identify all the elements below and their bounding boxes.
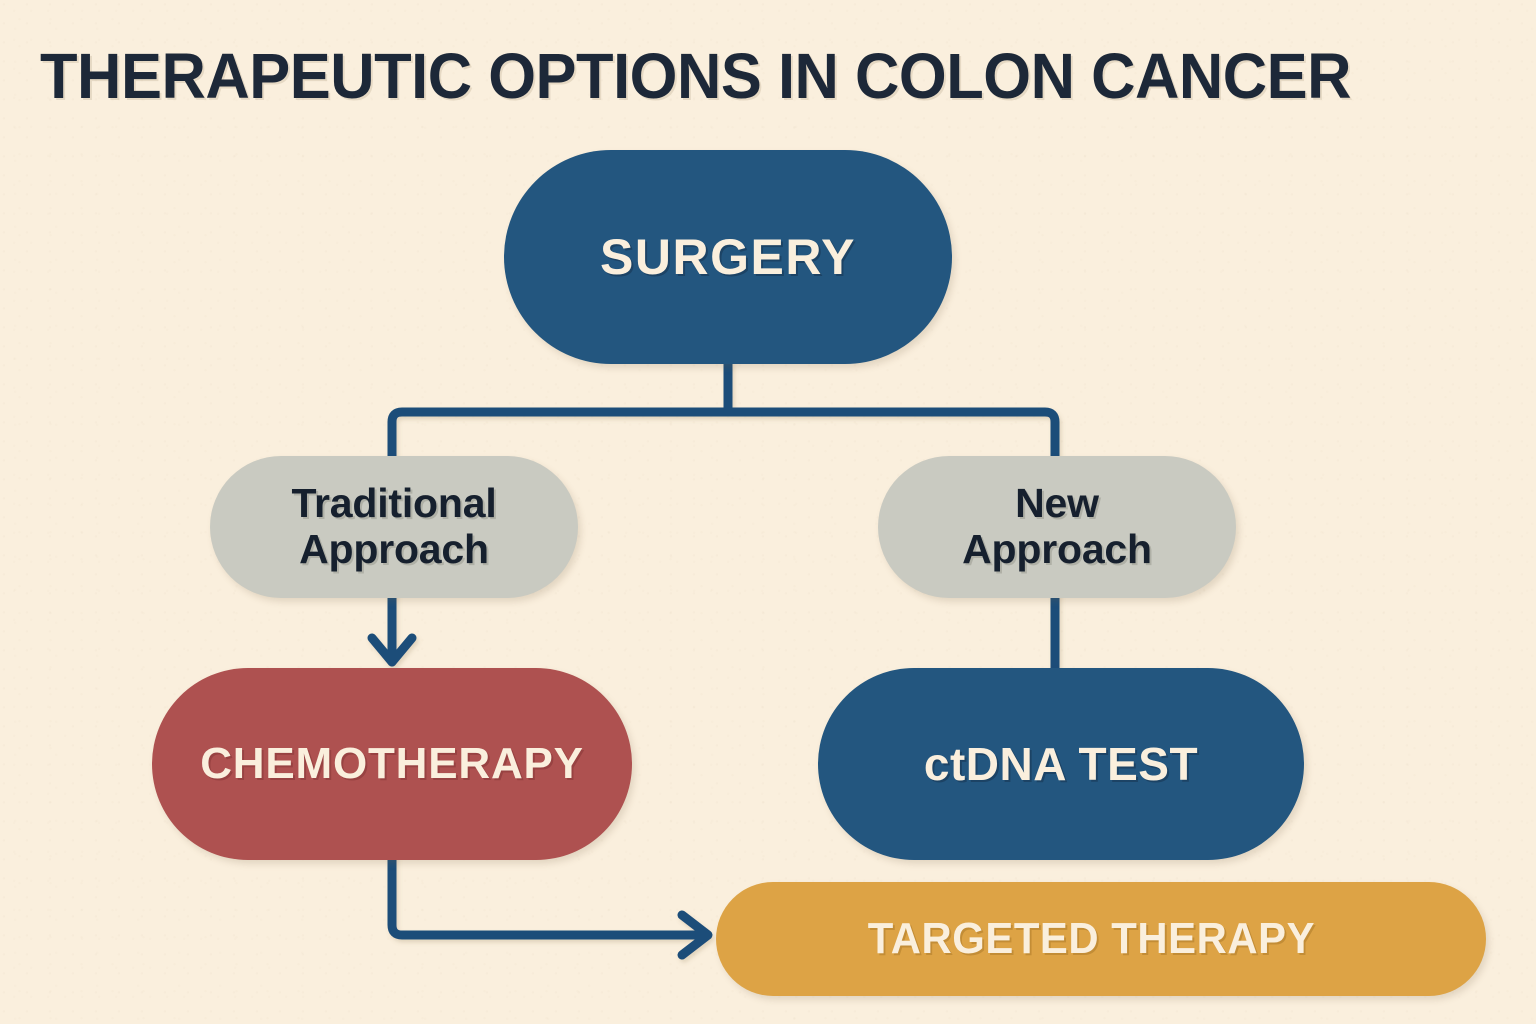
node-surgery[interactable]: SURGERY (504, 150, 952, 364)
arrowhead-right-targeted (677, 910, 713, 960)
node-targeted-therapy-label: TARGETED THERAPY (867, 914, 1316, 963)
node-chemotherapy-label: CHEMOTHERAPY (200, 739, 584, 788)
edge-chemo-to-targeted (387, 851, 711, 940)
node-ctdna-test-label: ctDNA TEST (923, 738, 1199, 790)
node-chemotherapy[interactable]: CHEMOTHERAPY (152, 668, 632, 860)
node-surgery-label: SURGERY (600, 229, 856, 285)
node-traditional-approach[interactable]: Traditional Approach (210, 456, 578, 598)
node-targeted-therapy[interactable]: TARGETED THERAPY (716, 882, 1486, 996)
page-title: THERAPEUTIC OPTIONS IN COLON CANCER (40, 40, 1352, 112)
node-ctdna-test[interactable]: ctDNA TEST (818, 668, 1304, 860)
node-traditional-approach-label: Traditional Approach (291, 480, 497, 572)
node-new-approach[interactable]: New Approach (878, 456, 1236, 598)
arrowhead-down-chemo (367, 633, 417, 667)
node-new-approach-label: New Approach (962, 480, 1152, 572)
